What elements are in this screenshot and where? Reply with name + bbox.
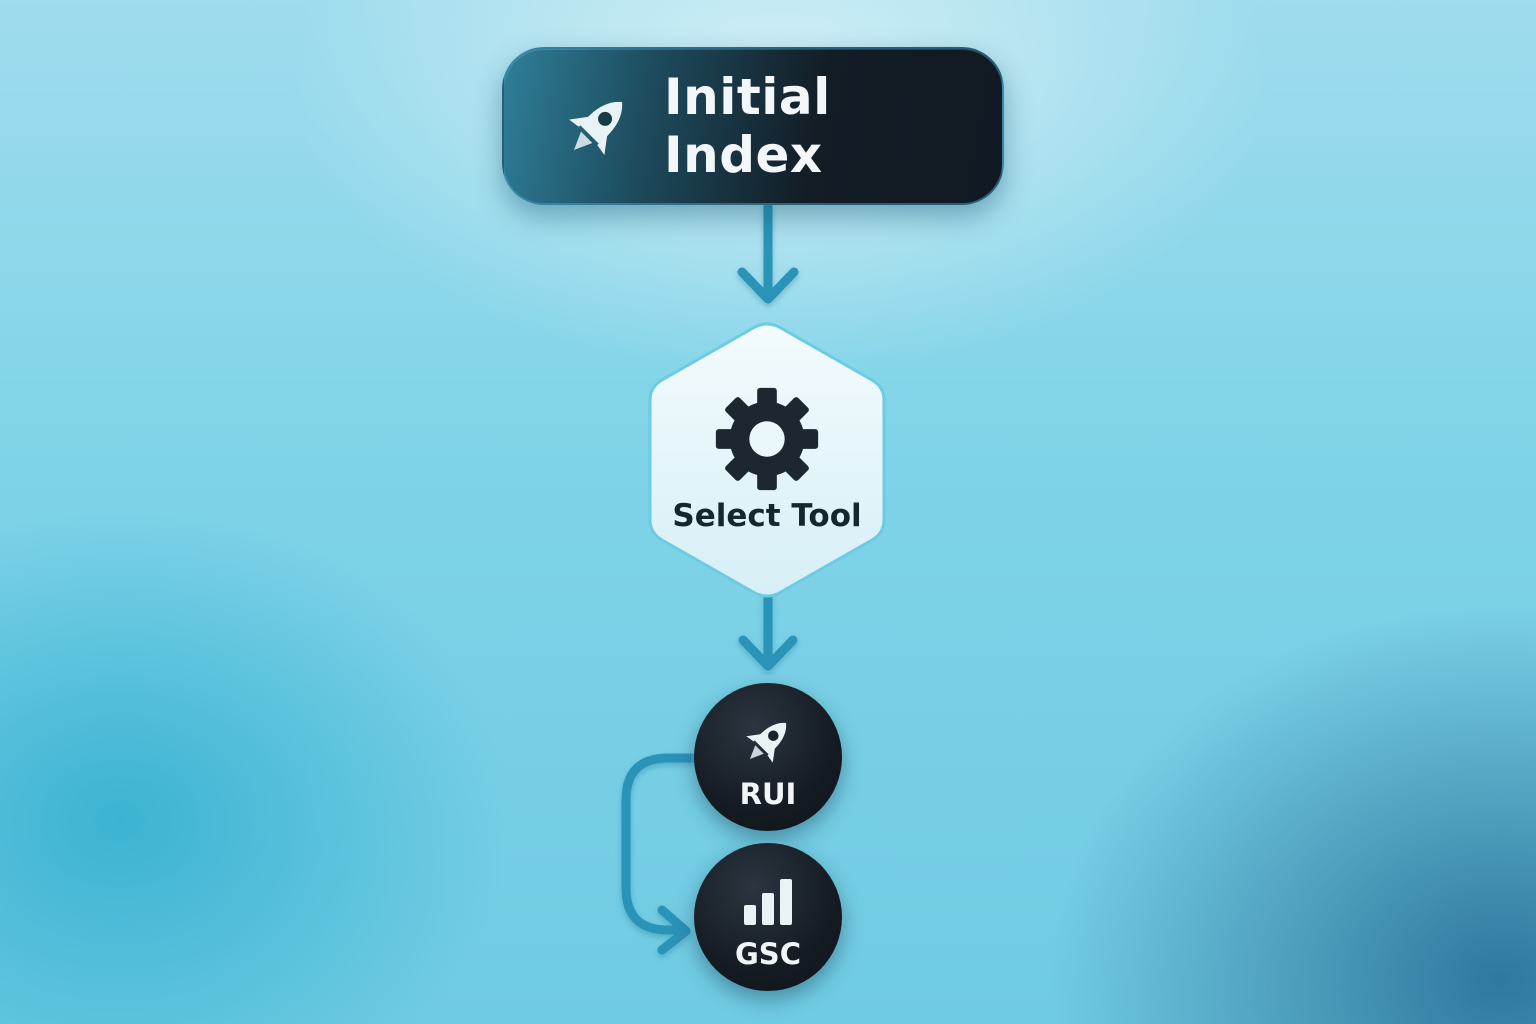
bar-chart-icon xyxy=(738,871,798,931)
rocket-icon xyxy=(738,711,798,771)
decision-node-label: Select Tool xyxy=(672,498,862,534)
start-node[interactable]: Initial Index xyxy=(502,47,1004,205)
decision-node[interactable]: Select Tool xyxy=(646,320,888,600)
gear-icon xyxy=(708,380,826,498)
rocket-icon xyxy=(558,86,638,166)
rui-node[interactable]: RUI xyxy=(694,683,842,831)
arrow-rui-to-gsc xyxy=(621,753,705,955)
rui-node-label: RUI xyxy=(739,777,797,811)
arrow-decision-to-rui xyxy=(738,593,798,671)
arrow-start-to-decision xyxy=(737,201,799,304)
gsc-node-label: GSC xyxy=(735,937,801,971)
start-node-label: Initial Index xyxy=(664,68,831,184)
gsc-node[interactable]: GSC xyxy=(694,843,842,991)
